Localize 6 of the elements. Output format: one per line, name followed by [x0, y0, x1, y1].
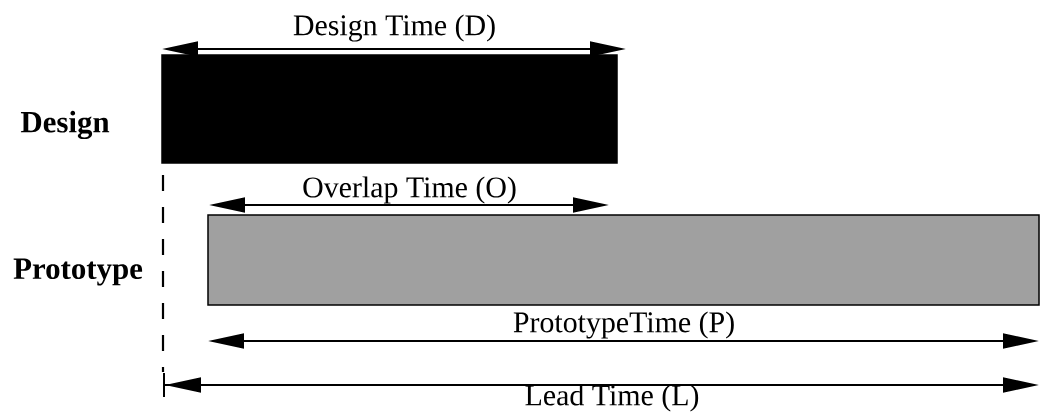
timeline-bar [161, 54, 618, 164]
row-label: Prototype [13, 258, 143, 286]
timeline-bar [207, 214, 1040, 306]
dimension-label: Overlap Time (O) [303, 176, 516, 204]
row-label: Design [20, 110, 110, 140]
dimension-label: Lead Time (L) [525, 384, 699, 412]
